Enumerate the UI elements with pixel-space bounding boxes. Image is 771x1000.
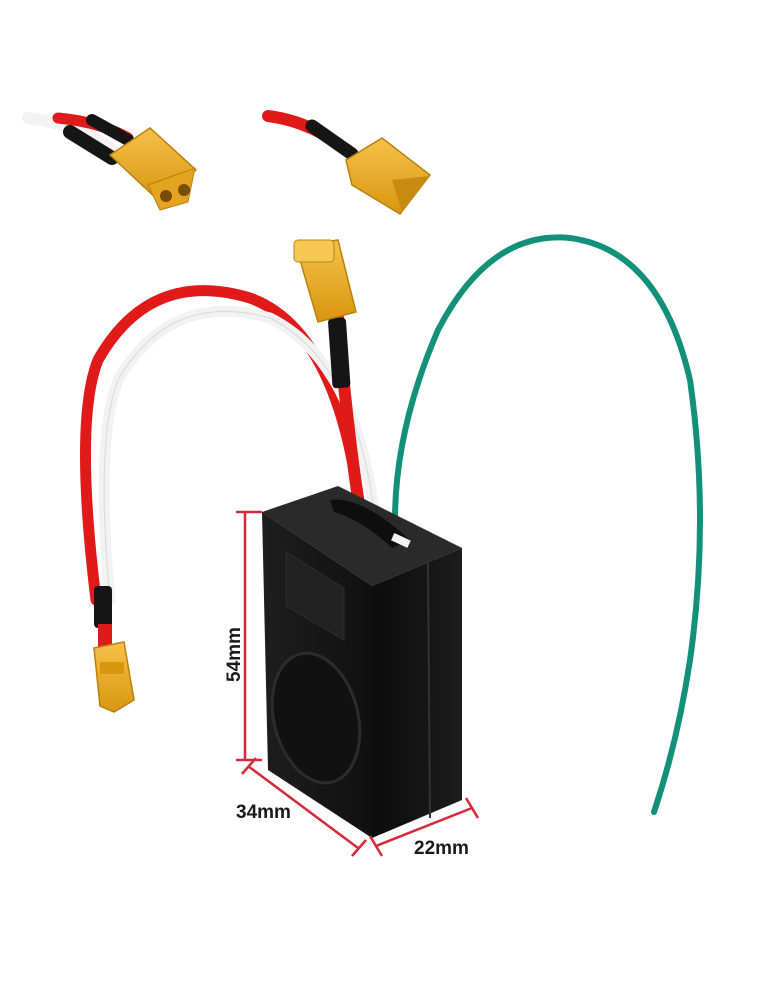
embossed-label [285,551,345,641]
height-label: 54mm [224,627,245,682]
xt30-connector-top-right [262,110,432,215]
dimension-width: 22mm [368,797,480,859]
left-cable-loop [80,285,380,713]
box-side [372,548,462,838]
small-connector [93,641,135,713]
black-shrink-tube [305,119,359,161]
black-shrink-tube [86,114,134,146]
speaker-grille [270,651,362,785]
red-shrink [98,624,112,648]
xt60-connector-on-cable [293,239,366,518]
black-shrink-tube [94,586,112,628]
connector-body [345,137,432,215]
box-top [262,486,462,586]
black-shrink-tube [328,317,351,389]
cable-glue [330,499,410,548]
black-shrink-tube [63,125,119,165]
dimension-height: 54mm [224,510,262,762]
dimension-length: 34mm [236,757,367,857]
black-box-module [262,486,462,838]
width-label: 22mm [414,838,469,859]
length-label: 34mm [236,802,291,823]
xt30-connector-top-left [22,112,198,211]
green-wire [392,234,703,815]
